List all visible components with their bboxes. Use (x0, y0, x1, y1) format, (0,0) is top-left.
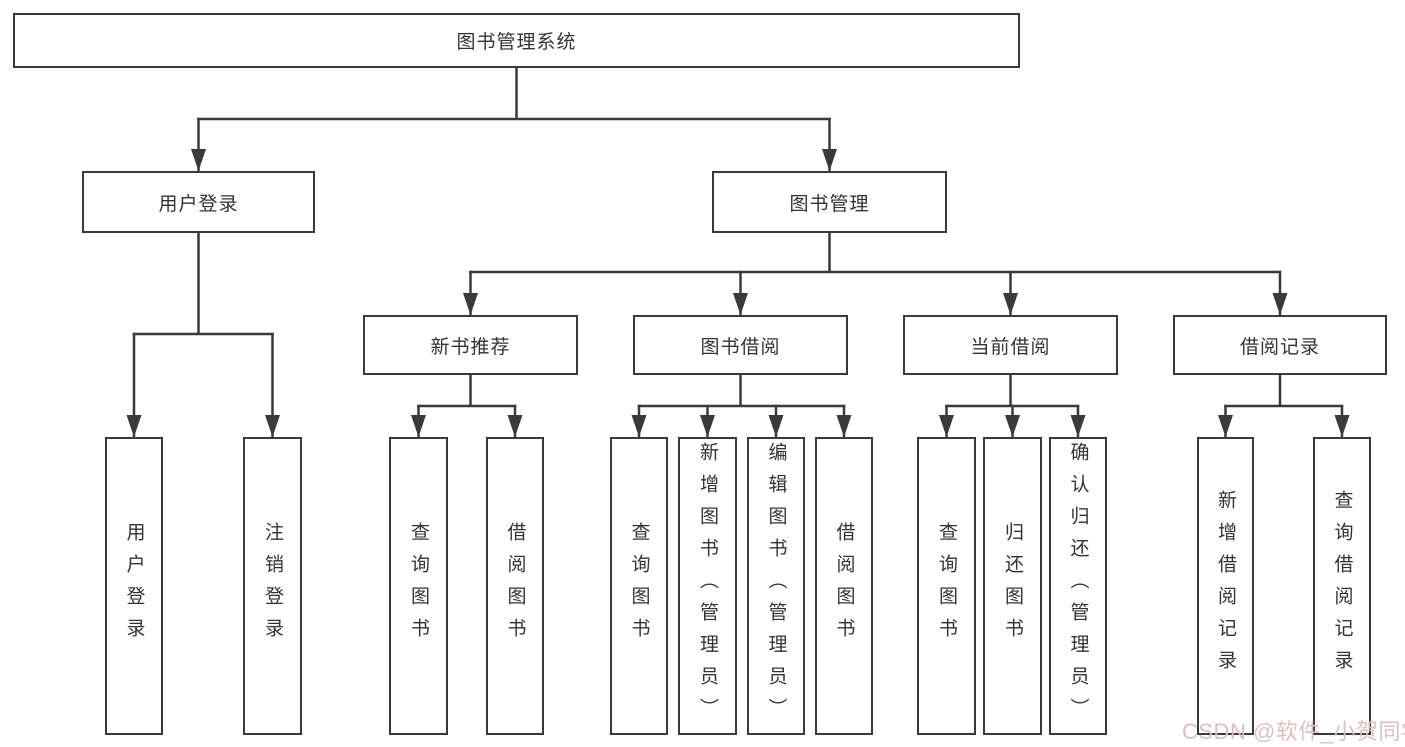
node-leaf-add-book-admin: 新增图书（管理员） (678, 437, 737, 735)
node-leaf-logout: 注销登录 (243, 437, 302, 735)
node-leaf-query-books-recommend-label: 查询图书 (408, 522, 429, 650)
node-leaf-borrow-books-label: 借阅图书 (833, 522, 855, 650)
node-current-borrowing: 当前借阅 (903, 315, 1118, 375)
node-root-label: 图书管理系统 (456, 32, 577, 53)
node-book-borrowing-label: 图书借阅 (700, 336, 781, 358)
node-leaf-add-borrow-record: 新增借阅记录 (1197, 437, 1254, 735)
node-leaf-query-books-borrow-label: 查询图书 (628, 522, 650, 650)
node-current-borrowing-label: 当前借阅 (970, 336, 1051, 358)
node-leaf-query-books-current-label: 查询图书 (936, 522, 957, 650)
node-book-management-label: 图书管理 (789, 193, 870, 215)
node-borrowing-records: 借阅记录 (1173, 315, 1387, 375)
node-user-login-branch-label: 用户登录 (158, 193, 239, 215)
node-leaf-user-login: 用户登录 (105, 437, 163, 735)
node-book-borrowing: 图书借阅 (633, 315, 848, 375)
node-book-management: 图书管理 (712, 171, 947, 233)
node-new-book-recommend-label: 新书推荐 (430, 336, 511, 358)
node-leaf-query-borrow-record-label: 查询借阅记录 (1331, 490, 1353, 682)
node-leaf-query-books-current: 查询图书 (917, 437, 976, 735)
node-leaf-return-book: 归还图书 (983, 437, 1042, 735)
node-leaf-query-books-recommend: 查询图书 (389, 437, 448, 735)
node-root: 图书管理系统 (13, 13, 1020, 68)
node-leaf-query-books-borrow: 查询图书 (610, 437, 668, 735)
node-leaf-query-borrow-record: 查询借阅记录 (1313, 437, 1371, 735)
node-leaf-add-book-admin-label: 新增图书（管理员） (697, 442, 718, 730)
node-leaf-confirm-return-admin-label: 确认归还（管理员） (1067, 442, 1089, 730)
node-leaf-confirm-return-admin: 确认归还（管理员） (1049, 437, 1107, 735)
node-leaf-logout-label: 注销登录 (262, 522, 283, 650)
node-leaf-edit-book-admin: 编辑图书（管理员） (747, 437, 805, 735)
node-leaf-borrow-books-recommend: 借阅图书 (486, 437, 544, 735)
node-user-login-branch: 用户登录 (82, 171, 315, 233)
node-leaf-edit-book-admin-label: 编辑图书（管理员） (765, 442, 787, 730)
node-leaf-borrow-books-recommend-label: 借阅图书 (504, 522, 526, 650)
node-leaf-borrow-books: 借阅图书 (815, 437, 873, 735)
node-leaf-return-book-label: 归还图书 (1002, 522, 1023, 650)
node-leaf-user-login-label: 用户登录 (123, 522, 145, 650)
node-borrowing-records-label: 借阅记录 (1239, 336, 1320, 358)
watermark: CSDN @软件_小贺同学 (1182, 719, 1405, 744)
node-leaf-add-borrow-record-label: 新增借阅记录 (1215, 490, 1236, 682)
node-new-book-recommend: 新书推荐 (363, 315, 578, 375)
